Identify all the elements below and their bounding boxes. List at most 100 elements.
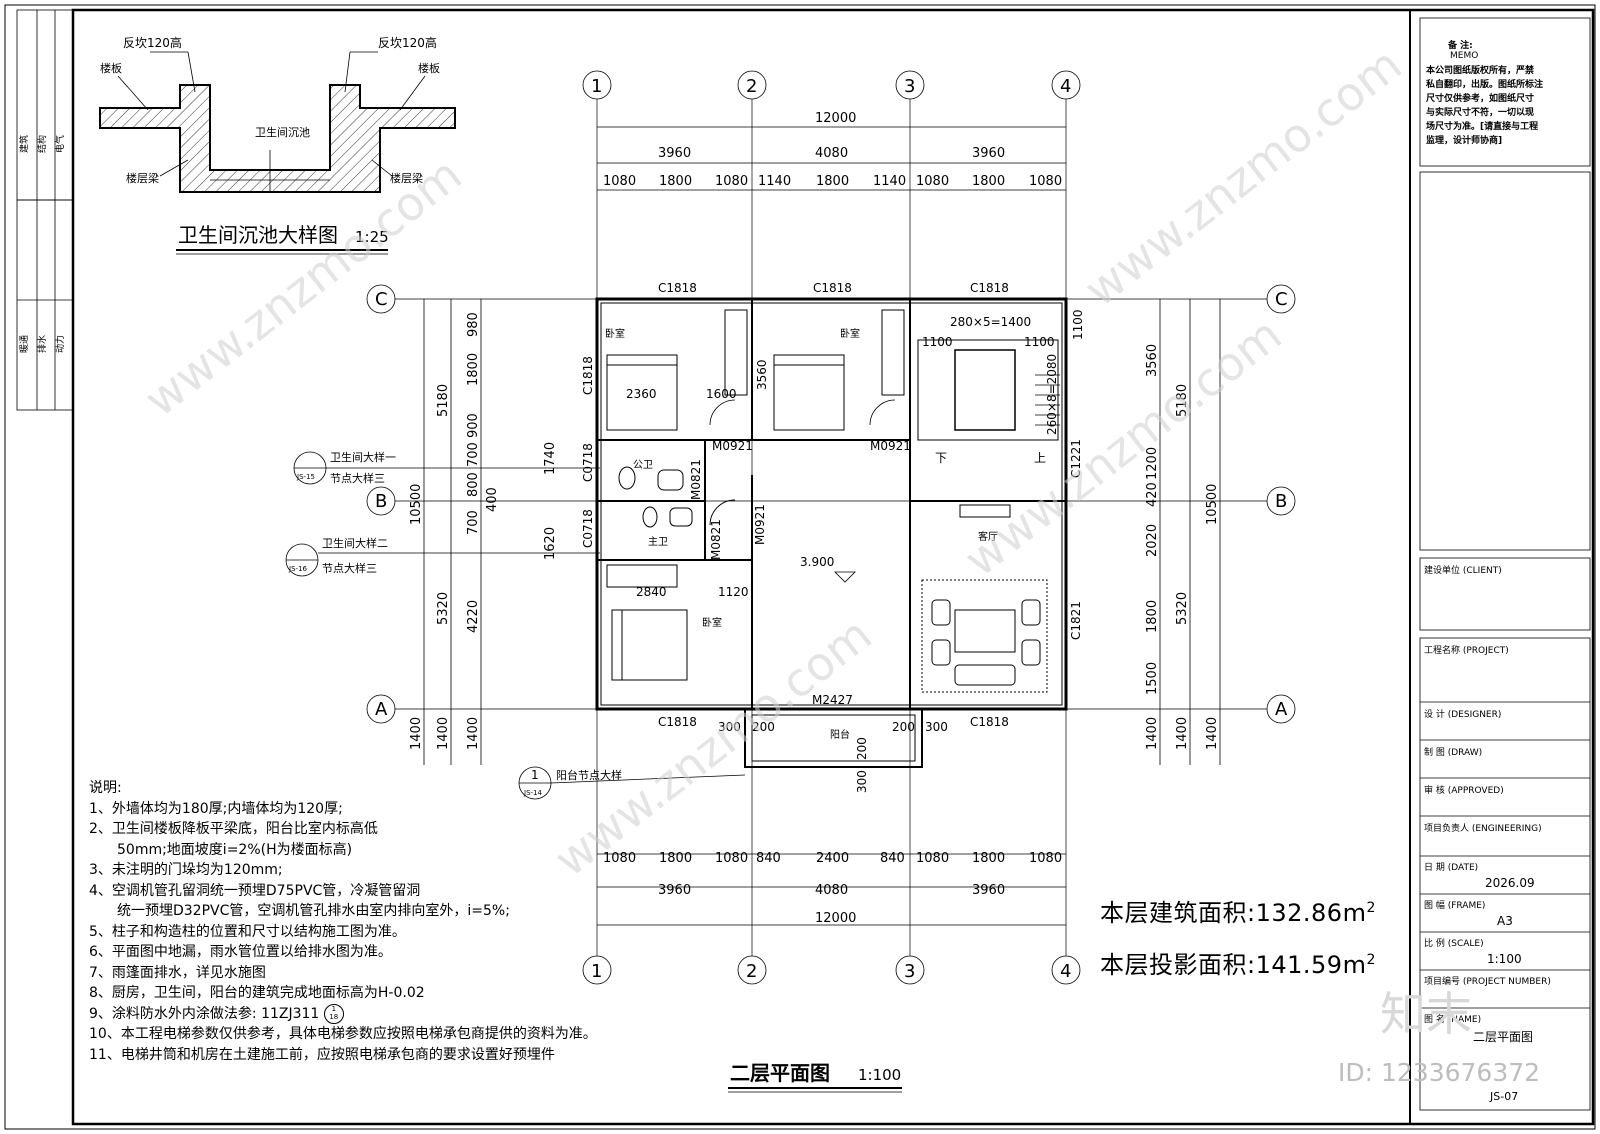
svg-text:1800: 1800	[466, 353, 481, 386]
svg-text:1: 1	[591, 76, 602, 97]
dim-text: 3960	[972, 883, 1005, 898]
note-line: 统一预埋D32PVC管，空调机管孔排水由室内排向室外，i=5%;	[117, 903, 510, 919]
drawing-title-scale: 1:100	[858, 1066, 901, 1084]
stair-dim: 1100	[1071, 309, 1085, 340]
building-area: 本层建筑面积:132.86m2	[1100, 899, 1376, 927]
bottom-dimensions: 1080 1800 1080 840 2400 840 1080 1800 10…	[603, 851, 1062, 926]
note-line: 3、未注明的门垛均为120mm;	[89, 862, 283, 878]
window-label: C0718	[581, 509, 595, 548]
dim-text: 200	[855, 737, 869, 760]
designer-label: 设 计 (DESIGNER)	[1424, 710, 1502, 720]
dim-text: 1080	[916, 851, 949, 866]
left-dimensions: 10500 5180 5320 1400 1400 980 1800 900 7…	[409, 312, 558, 750]
dim-text: 840	[880, 851, 905, 866]
note-line: 6、平面图中地漏，雨水管位置以给排水图为准。	[89, 944, 392, 960]
detail-label: 反坎120高	[123, 35, 182, 50]
svg-text:JS-16: JS-16	[288, 565, 307, 573]
title-block-frame	[1409, 10, 1591, 1124]
svg-text:5320: 5320	[436, 592, 451, 625]
strip-label: 排水	[36, 335, 48, 353]
detail-label: 反坎120高	[378, 35, 437, 50]
note-line: 1、外墙体均为180厚;内墙体均为120厚;	[89, 800, 343, 817]
note-line: 4、空调机管孔留洞统一预埋D75PVC管，冷凝管留洞	[89, 882, 421, 899]
dim-text: 3960	[658, 883, 691, 898]
dim-text: 300	[855, 770, 869, 793]
svg-text:JS-15: JS-15	[296, 473, 315, 481]
name-value: 二层平面图	[1473, 1030, 1534, 1044]
svg-text:2: 2	[746, 76, 757, 97]
strip-label: 暖通	[18, 335, 30, 353]
dim-text: 1080	[1029, 174, 1062, 189]
drawing-frame	[71, 8, 1595, 1126]
project-label: 工程名称 (PROJECT)	[1424, 646, 1509, 656]
plan-walls	[595, 297, 1068, 768]
dim-text: 1600	[706, 387, 737, 401]
svg-text:3560: 3560	[1145, 344, 1160, 377]
detail-title: 卫生间沉池大样图	[178, 223, 338, 247]
dim-text: 1120	[718, 585, 749, 599]
room-label: 公卫	[633, 460, 653, 471]
stair-dim: 1100	[1024, 335, 1055, 349]
detail-label: 楼层梁	[126, 171, 159, 185]
stair-dim: 1100	[922, 335, 953, 349]
memo-text: 本公司图纸版权所有，严禁 私自翻印，出版。图纸所标注 尺寸仅供参考，如图纸尺寸 …	[1426, 66, 1544, 146]
scale-value: 1:100	[1487, 952, 1522, 966]
stair-up-label: 上	[1034, 451, 1046, 465]
number-label: 项目编号 (PROJECT NUMBER)	[1424, 977, 1551, 987]
svg-text:800: 800	[466, 472, 481, 497]
dim-text: 840	[756, 851, 781, 866]
svg-text:2: 2	[746, 961, 757, 982]
detail-label: 楼层梁	[390, 171, 423, 185]
note-line: 8、厨房，卫生间，阳台的建筑完成地面标高为H-0.02	[89, 985, 425, 1001]
svg-text:5180: 5180	[436, 384, 451, 417]
note-line: 7、雨篷面排水，详见水施图	[89, 964, 266, 981]
draw-label: 制 图 (DRAW)	[1424, 748, 1483, 758]
room-label: 卧室	[605, 327, 625, 340]
svg-text:4: 4	[1060, 961, 1071, 982]
notes-block: 说明: 1、外墙体均为180厚;内墙体均为120厚; 2、卫生间楼板降板平梁底，…	[89, 778, 729, 1065]
svg-text:1740: 1740	[543, 442, 558, 475]
drawing-title: 二层平面图 1:100	[728, 1061, 902, 1093]
room-labels: 卧室 卧室 公卫 主卫 卧室 客厅 阳台 下 上	[605, 327, 1046, 741]
frame-label: 图 幅 (FRAME)	[1424, 901, 1486, 911]
dim-text: 200	[892, 720, 915, 734]
dim-text: 1080	[715, 851, 748, 866]
memo-en: MEMO	[1450, 51, 1479, 61]
note-line: 11、电梯井筒和机房在土建施工前，应按照电梯承包商的要求设置好预埋件	[89, 1046, 555, 1063]
brand-logo: 知末	[1380, 987, 1472, 1041]
sheet-border	[4, 4, 1596, 1130]
svg-text:C: C	[1275, 289, 1288, 310]
dim-text: 2360	[626, 387, 657, 401]
strip-label: 动力	[54, 335, 66, 353]
dimension-lines	[423, 126, 1221, 926]
dim-text: 3560	[755, 359, 769, 390]
door-label: M0921	[870, 439, 911, 453]
window-label: C1818	[658, 281, 697, 295]
door-label: M0921	[753, 504, 767, 545]
svg-text:3: 3	[904, 76, 915, 97]
dim-text: 3960	[972, 146, 1005, 161]
svg-text:1400: 1400	[1175, 717, 1190, 750]
axis-bubbles: 1 2 3 4 1 2 3 4 C B A C B A	[366, 70, 1296, 985]
dim-text: 1080	[603, 174, 636, 189]
detail-label: 楼板	[100, 61, 122, 75]
detail-label: 卫生间沉池	[255, 125, 310, 139]
bathroom-pit-detail: 反坎120高 反坎120高 楼板 楼板 卫生间沉池 楼层梁 楼层梁 卫生间沉池大…	[99, 35, 456, 255]
window-label: C1818	[658, 715, 697, 729]
door-label: M0921	[712, 439, 753, 453]
svg-text:1400: 1400	[436, 717, 451, 750]
door-label: M0821	[689, 459, 703, 500]
window-label: C1221	[1069, 439, 1083, 478]
dim-text: 1800	[659, 174, 692, 189]
svg-text:1400: 1400	[466, 717, 481, 750]
dim-text: 1800	[972, 174, 1005, 189]
dim-text: 1800	[972, 851, 1005, 866]
stair-dim: 260×8=2080	[1045, 354, 1059, 435]
dim-text: 12000	[815, 111, 856, 126]
svg-text:3: 3	[904, 961, 915, 982]
engineering-label: 项目负责人 (ENGINEERING)	[1424, 824, 1542, 834]
strip-label: 建筑	[18, 135, 30, 153]
callout-text: 阳台节点大样	[556, 768, 622, 782]
dim-text: 1800	[816, 174, 849, 189]
